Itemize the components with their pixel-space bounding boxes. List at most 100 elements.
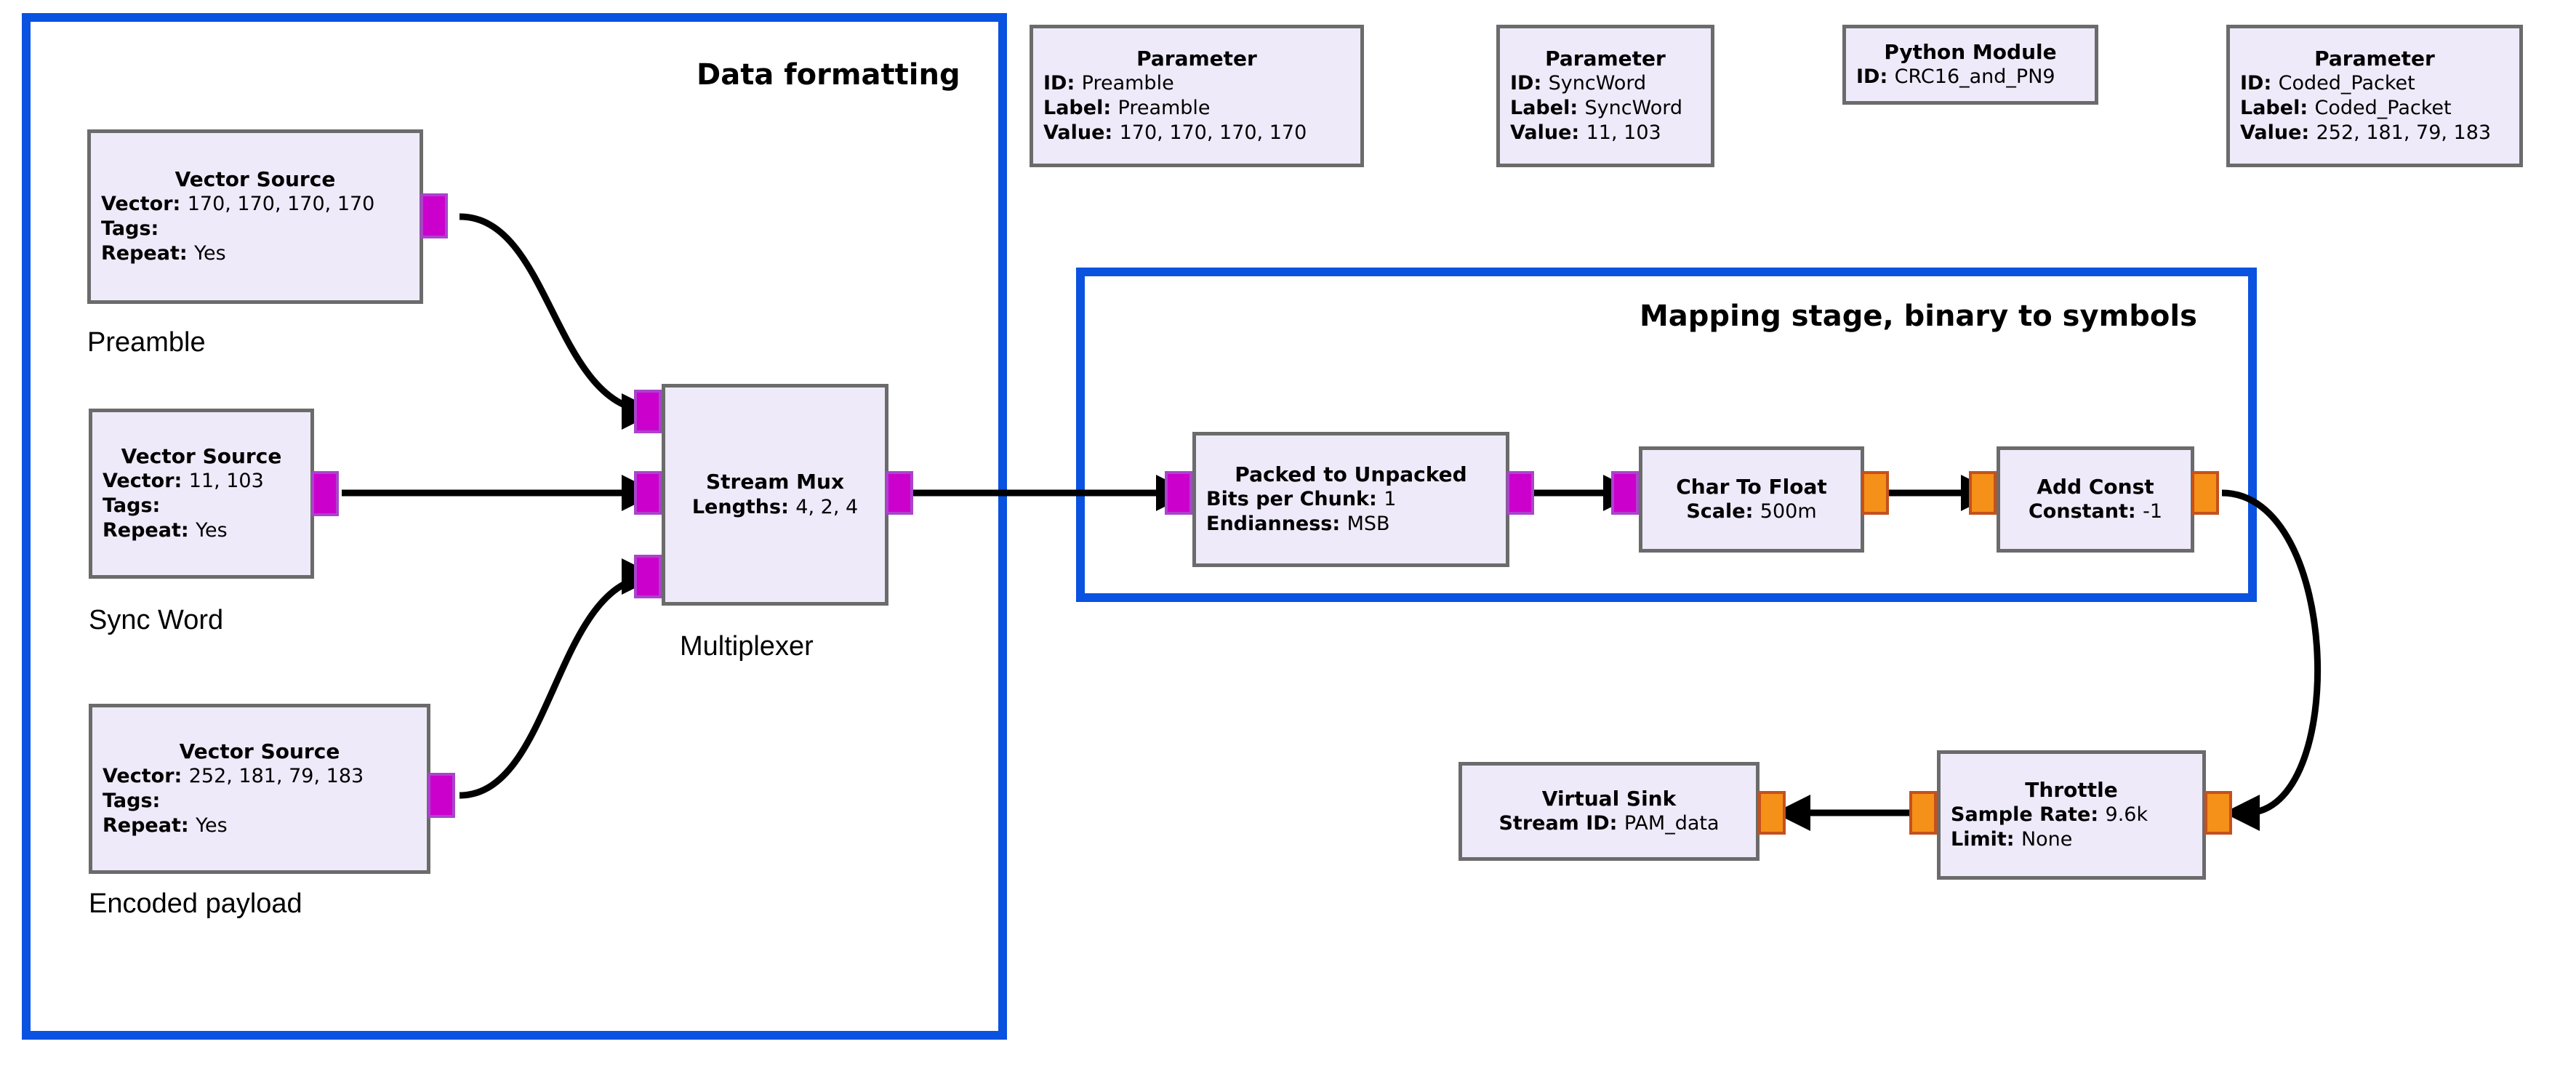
param-key: Scale: <box>1686 500 1760 523</box>
port-out-add-const[interactable] <box>2191 471 2219 515</box>
block-title: Vector Source <box>121 443 282 468</box>
port-in-virtual-sink[interactable] <box>1758 791 1786 835</box>
block-title: Parameter <box>1136 46 1257 71</box>
block-char-to-float[interactable]: Char To Float Scale: 500m <box>1639 446 1864 553</box>
block-param-scale: Scale: 500m <box>1653 499 1850 524</box>
port-in-throttle[interactable] <box>2204 791 2232 835</box>
block-title: Throttle <box>2025 777 2118 802</box>
block-param-tags: Tags: <box>103 494 300 518</box>
block-stream-mux[interactable]: Stream Mux Lengths: 4, 2, 4 <box>662 384 888 606</box>
param-value: PAM_data <box>1624 812 1720 835</box>
block-param-label: Label: Preamble <box>1043 96 1350 121</box>
block-add-const[interactable]: Add Const Constant: -1 <box>1997 446 2194 553</box>
group-title-data-formatting: Data formatting <box>697 58 960 92</box>
param-key: ID: <box>1043 72 1082 95</box>
block-param-id: ID: Coded_Packet <box>2240 71 2509 96</box>
param-value: None <box>2021 828 2073 851</box>
param-key: Vector: <box>101 193 188 216</box>
param-key: Tags: <box>103 790 161 813</box>
block-parameter-syncword[interactable]: Parameter ID: SyncWord Label: SyncWord V… <box>1496 25 1714 167</box>
param-key: Endianness: <box>1206 513 1347 536</box>
param-key: Bits per Chunk: <box>1206 488 1384 511</box>
port-in-add-const[interactable] <box>1969 471 1997 515</box>
annotation-sync-word: Sync Word <box>89 605 224 635</box>
port-out-packed-to-unpacked[interactable] <box>1506 471 1534 515</box>
param-value: 11, 103 <box>1586 121 1661 145</box>
param-key: Repeat: <box>103 519 196 542</box>
param-key: Value: <box>1043 121 1120 145</box>
block-param-value: Value: 170, 170, 170, 170 <box>1043 121 1350 145</box>
block-param-lengths: Lengths: 4, 2, 4 <box>675 495 875 520</box>
param-key: Limit: <box>1951 828 2021 851</box>
block-param-repeat: Repeat: Yes <box>103 518 300 543</box>
param-key: Constant: <box>2028 500 2143 523</box>
block-title: Parameter <box>1545 46 1666 71</box>
block-title: Char To Float <box>1676 474 1827 499</box>
port-out-stream-mux[interactable] <box>886 471 913 515</box>
param-key: Label: <box>2240 97 2315 120</box>
group-title-mapping-stage: Mapping stage, binary to symbols <box>1640 300 2197 333</box>
param-value: Coded_Packet <box>2278 72 2415 95</box>
param-value: Preamble <box>1081 72 1174 95</box>
block-param-repeat: Repeat: Yes <box>101 241 409 266</box>
port-out-vector-source-syncword[interactable] <box>311 471 339 516</box>
block-parameter-preamble[interactable]: Parameter ID: Preamble Label: Preamble V… <box>1030 25 1364 167</box>
block-parameter-coded-packet[interactable]: Parameter ID: Coded_Packet Label: Coded_… <box>2226 25 2523 167</box>
port-in-packed-to-unpacked[interactable] <box>1165 471 1192 515</box>
param-value: 4, 2, 4 <box>795 495 859 518</box>
port-in-char-to-float[interactable] <box>1611 471 1639 515</box>
annotation-multiplexer: Multiplexer <box>680 631 814 662</box>
block-python-module[interactable]: Python Module ID: CRC16_and_PN9 <box>1842 25 2098 105</box>
port-in0-stream-mux[interactable] <box>634 390 662 433</box>
block-param-id: ID: SyncWord <box>1510 71 1701 96</box>
block-packed-to-unpacked[interactable]: Packed to Unpacked Bits per Chunk: 1 End… <box>1192 432 1509 567</box>
param-value: 170, 170, 170, 170 <box>1119 121 1307 145</box>
param-key: Vector: <box>103 470 189 493</box>
block-param-bits-per-chunk: Bits per Chunk: 1 <box>1206 487 1496 512</box>
port-out-vector-source-payload[interactable] <box>428 773 455 818</box>
param-key: Value: <box>1510 121 1586 145</box>
param-value: 252, 181, 79, 183 <box>188 765 364 788</box>
port-out-vector-source-preamble[interactable] <box>420 193 448 238</box>
port-out-throttle[interactable] <box>1909 791 1937 835</box>
port-in1-stream-mux[interactable] <box>634 471 662 515</box>
block-param-endianness: Endianness: MSB <box>1206 512 1496 537</box>
block-param-id: ID: CRC16_and_PN9 <box>1856 65 2085 89</box>
param-value: 170, 170, 170, 170 <box>187 193 375 216</box>
block-title: Add Const <box>2037 474 2154 499</box>
param-key: ID: <box>2240 72 2279 95</box>
block-param-vector: Vector: 170, 170, 170, 170 <box>101 192 409 217</box>
block-param-tags: Tags: <box>103 789 417 814</box>
block-title: Vector Source <box>174 166 336 191</box>
param-value: SyncWord <box>1584 97 1682 120</box>
param-key: Lengths: <box>691 495 796 518</box>
block-vector-source-syncword[interactable]: Vector Source Vector: 11, 103 Tags: Repe… <box>89 409 314 579</box>
block-param-vector: Vector: 11, 103 <box>103 469 300 494</box>
block-param-label: Label: SyncWord <box>1510 96 1701 121</box>
block-vector-source-payload[interactable]: Vector Source Vector: 252, 181, 79, 183 … <box>89 704 430 874</box>
param-value: 252, 181, 79, 183 <box>2316 121 2492 145</box>
block-param-value: Value: 252, 181, 79, 183 <box>2240 121 2509 145</box>
param-key: Value: <box>2240 121 2316 145</box>
port-in2-stream-mux[interactable] <box>634 555 662 598</box>
param-key: ID: <box>1856 65 1895 89</box>
block-title: Vector Source <box>179 739 340 763</box>
block-param-stream-id: Stream ID: PAM_data <box>1472 811 1746 836</box>
block-vector-source-preamble[interactable]: Vector Source Vector: 170, 170, 170, 170… <box>87 129 423 304</box>
block-virtual-sink[interactable]: Virtual Sink Stream ID: PAM_data <box>1458 762 1760 861</box>
param-value: Yes <box>196 814 228 838</box>
annotation-encoded-payload: Encoded payload <box>89 888 302 919</box>
param-value: -1 <box>2143 500 2163 523</box>
block-throttle[interactable]: Throttle Sample Rate: 9.6k Limit: None <box>1937 750 2206 880</box>
block-param-repeat: Repeat: Yes <box>103 814 417 838</box>
port-out-char-to-float[interactable] <box>1861 471 1889 515</box>
param-key: Stream ID: <box>1498 812 1624 835</box>
param-key: Repeat: <box>103 814 196 838</box>
group-box-data-formatting[interactable] <box>22 13 1007 1040</box>
param-value: 11, 103 <box>188 470 264 493</box>
block-title: Packed to Unpacked <box>1235 462 1467 486</box>
annotation-preamble: Preamble <box>87 327 206 358</box>
param-value: Coded_Packet <box>2314 97 2452 120</box>
param-value: SyncWord <box>1548 72 1647 95</box>
